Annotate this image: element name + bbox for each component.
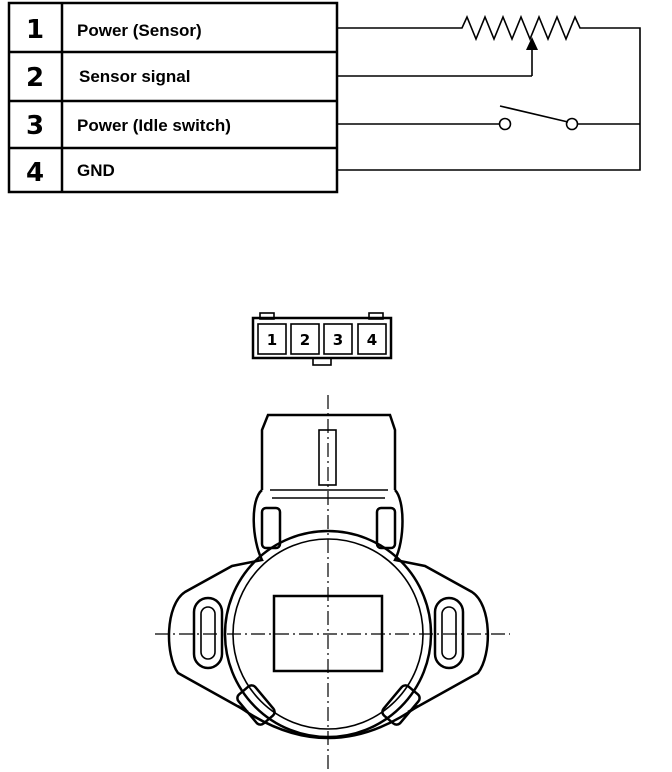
locating-tab-upper-left (260, 506, 282, 550)
sensor-center-window (272, 594, 384, 673)
locating-tab-upper-right (375, 506, 397, 550)
connector-latch (368, 312, 384, 320)
pin-number: 2 (26, 63, 44, 93)
pin-row-1: 1 Power (Sensor) (26, 15, 202, 45)
wiper-arrow-icon (526, 37, 538, 50)
connector-pin-cell (323, 323, 353, 355)
mounting-slot-right (433, 596, 465, 670)
pin-function-label: Power (Idle switch) (77, 116, 231, 135)
switch-contact-icon (498, 117, 512, 131)
locating-tab-lower-left (236, 684, 276, 726)
potentiometer-resistor-symbol (337, 14, 641, 171)
pin-function-label: Power (Sensor) (77, 21, 202, 40)
sensor-body-right-outline (393, 489, 489, 714)
connector-pin-number: 4 (367, 331, 377, 349)
connector-pin-cell (290, 323, 320, 355)
pin-number: 4 (26, 158, 44, 188)
sensor-connector-slot (318, 429, 337, 486)
connector-pin-cell (357, 323, 387, 355)
pin-row-4: 4 GND (26, 158, 115, 188)
pin-row-2: 2 Sensor signal (26, 63, 191, 93)
mounting-slot-right-inner (441, 606, 457, 660)
locating-tab-lower-right (381, 684, 421, 726)
sensor-connector-housing (260, 413, 397, 490)
mounting-slot-left-inner (200, 606, 216, 660)
pin-number: 3 (26, 111, 44, 141)
connector-pin-number: 3 (333, 331, 343, 349)
connector-latch (259, 312, 275, 320)
sensor-bottom-flange (237, 704, 419, 740)
pin-function-label: GND (77, 161, 115, 180)
switch-contact-icon (565, 117, 579, 131)
pin-row-3: 3 Power (Idle switch) (26, 111, 231, 141)
wiring-schematic (337, 14, 641, 171)
connector-face: 1 2 3 4 (251, 312, 393, 366)
connector-pin-number: 2 (300, 331, 310, 349)
sensor-body-drawing (155, 395, 510, 770)
pin-function-label: Sensor signal (79, 67, 190, 86)
pin-table: 1 Power (Sensor) 2 Sensor signal 3 Power… (7, 1, 339, 194)
pin-table-border (7, 1, 339, 194)
pin-number: 1 (26, 15, 44, 45)
connector-pin-cell (257, 323, 287, 355)
sensor-rotor-inner-ring (232, 538, 424, 730)
sensor-body-left-outline (167, 489, 264, 714)
mounting-slot-left (192, 596, 224, 670)
connector-key (312, 357, 332, 366)
connector-pin-number: 1 (267, 331, 277, 349)
idle-switch-blade (499, 105, 569, 123)
